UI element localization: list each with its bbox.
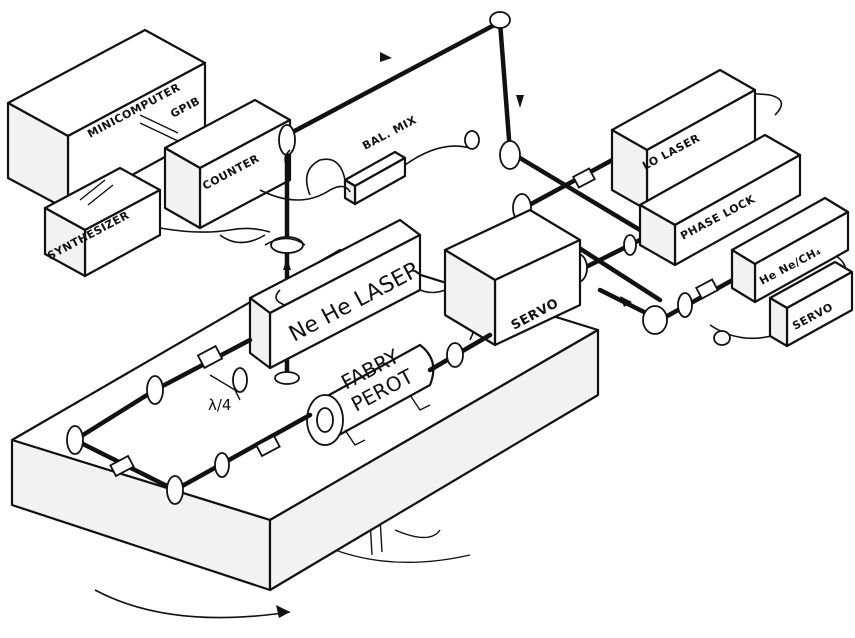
- mirror-bs-5: [678, 293, 692, 317]
- lens-phase: [624, 235, 636, 255]
- detector-ref: [714, 331, 730, 345]
- mirror-bs-4: [643, 306, 667, 334]
- arrow-down-beam: [516, 95, 524, 108]
- wire-synth-loop: [220, 235, 265, 243]
- wire-balmix-detector: [405, 146, 470, 165]
- mirror-platform-3: [167, 476, 183, 504]
- beam-vertical-right: [500, 22, 510, 152]
- rotation-arrow-curve: [95, 590, 290, 618]
- lens-fp-out: [447, 343, 463, 367]
- rotation-arrow-head: [276, 605, 290, 618]
- rotation-arrow: [95, 590, 290, 618]
- lens-platform: [215, 453, 229, 477]
- mirror-bs-1: [500, 141, 520, 169]
- mirror-vertical-base: [275, 372, 299, 384]
- wire-synth-out: [160, 228, 270, 232]
- mirror-platform-2: [67, 426, 83, 454]
- turntable-feed: [395, 530, 440, 538]
- mirror-platform-1: [147, 376, 163, 404]
- fp-aperture: [317, 408, 333, 432]
- beam-top-diagonal: [287, 22, 500, 135]
- waveplate-element: [233, 368, 247, 392]
- lambda-quarter-label: λ/4: [208, 396, 231, 414]
- bal-mix-box: BAL. MIX: [345, 113, 419, 204]
- isolator-hene: [696, 279, 718, 298]
- isolator-lo: [573, 168, 595, 187]
- mirror-top-right: [490, 12, 510, 28]
- detector-mix: [465, 131, 479, 149]
- arrow-top-beam: [380, 52, 392, 62]
- mirror-top-left: [279, 125, 295, 155]
- wire-mix-loop: [307, 159, 345, 195]
- balmix-label: BAL. MIX: [360, 113, 419, 152]
- arrow-up-beam: [283, 258, 291, 270]
